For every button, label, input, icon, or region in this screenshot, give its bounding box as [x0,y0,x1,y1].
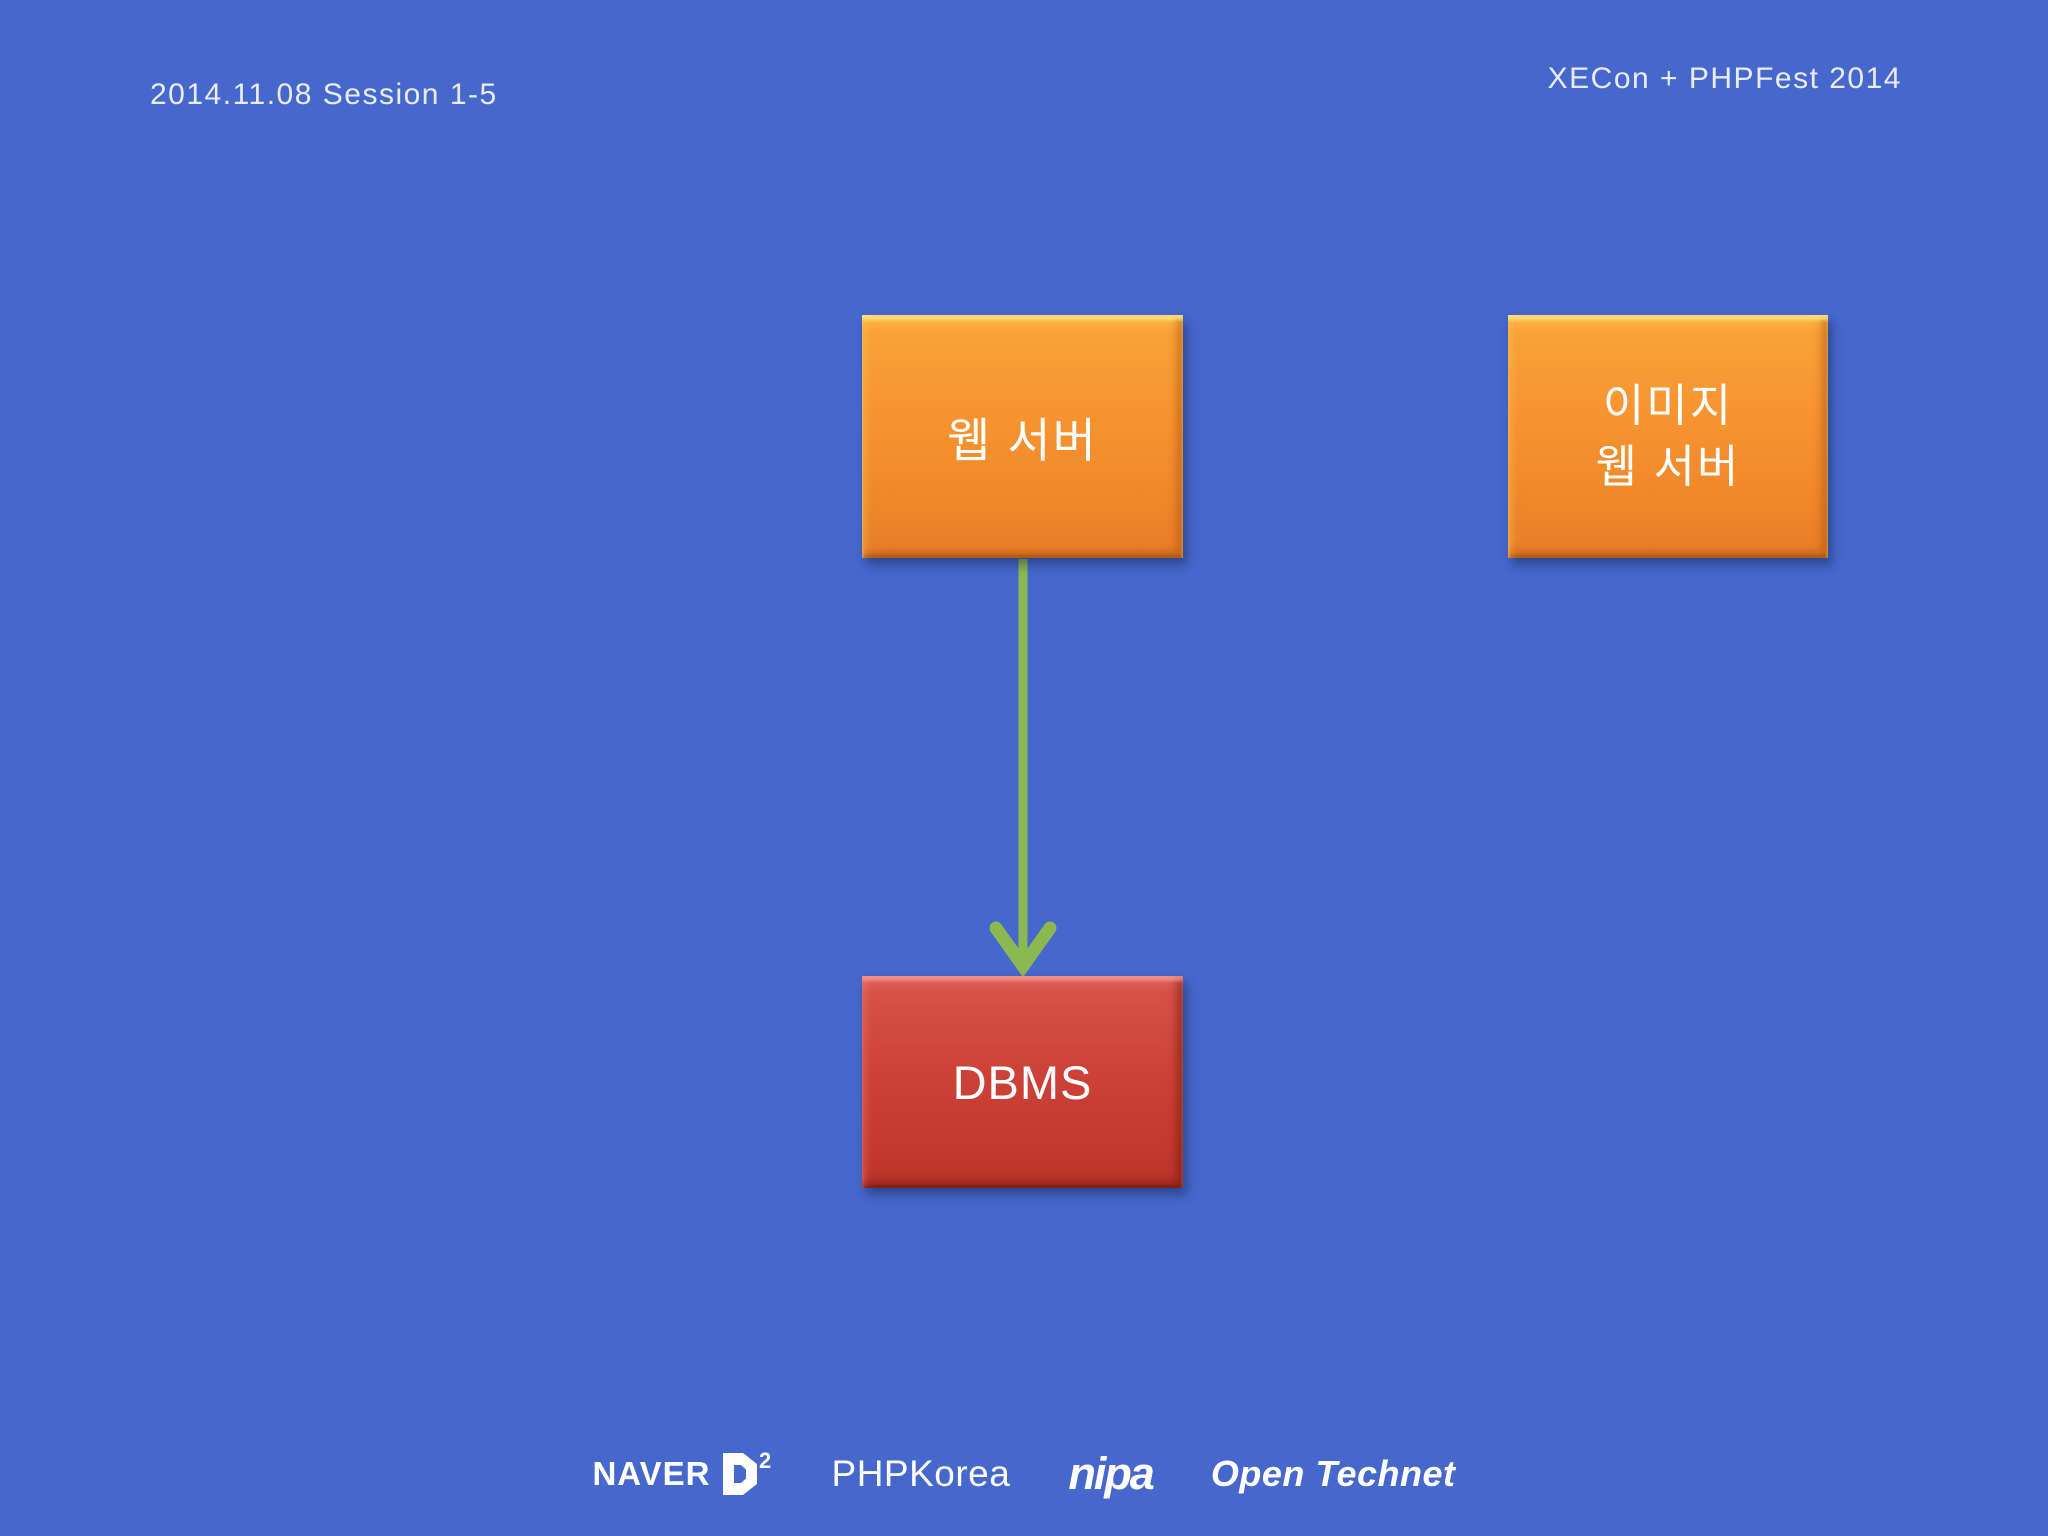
event-title: XECon + PHPFest 2014 [1547,62,1902,95]
open-technet-logo: Open Technet [1210,1453,1456,1494]
nipa-logo: nipa [1068,1448,1155,1499]
arrow-head-icon [989,921,1057,978]
node-web-server: 웹 서버 [862,315,1183,558]
d2-superscript: 2 [759,1450,771,1473]
naver-wordmark: NAVER [592,1455,711,1492]
phpkorea-logo: PHPKorea [831,1453,1011,1494]
node-image-web-server: 이미지 웹 서버 [1508,315,1828,558]
d2-icon: 2 [722,1450,771,1495]
node-image-web-server-label: 이미지 웹 서버 [1595,379,1741,492]
session-label: 2014.11.08 Session 1-5 [150,78,498,111]
sponsor-logo-bar: NAVER 2 PHPKorea nipa Open Technet [0,1444,2048,1504]
node-web-server-label: 웹 서버 [947,414,1098,467]
node-dbms-label: DBMS [952,1055,1093,1109]
naver-d2-logo: NAVER 2 [592,1450,773,1498]
node-dbms: DBMS [862,976,1183,1188]
